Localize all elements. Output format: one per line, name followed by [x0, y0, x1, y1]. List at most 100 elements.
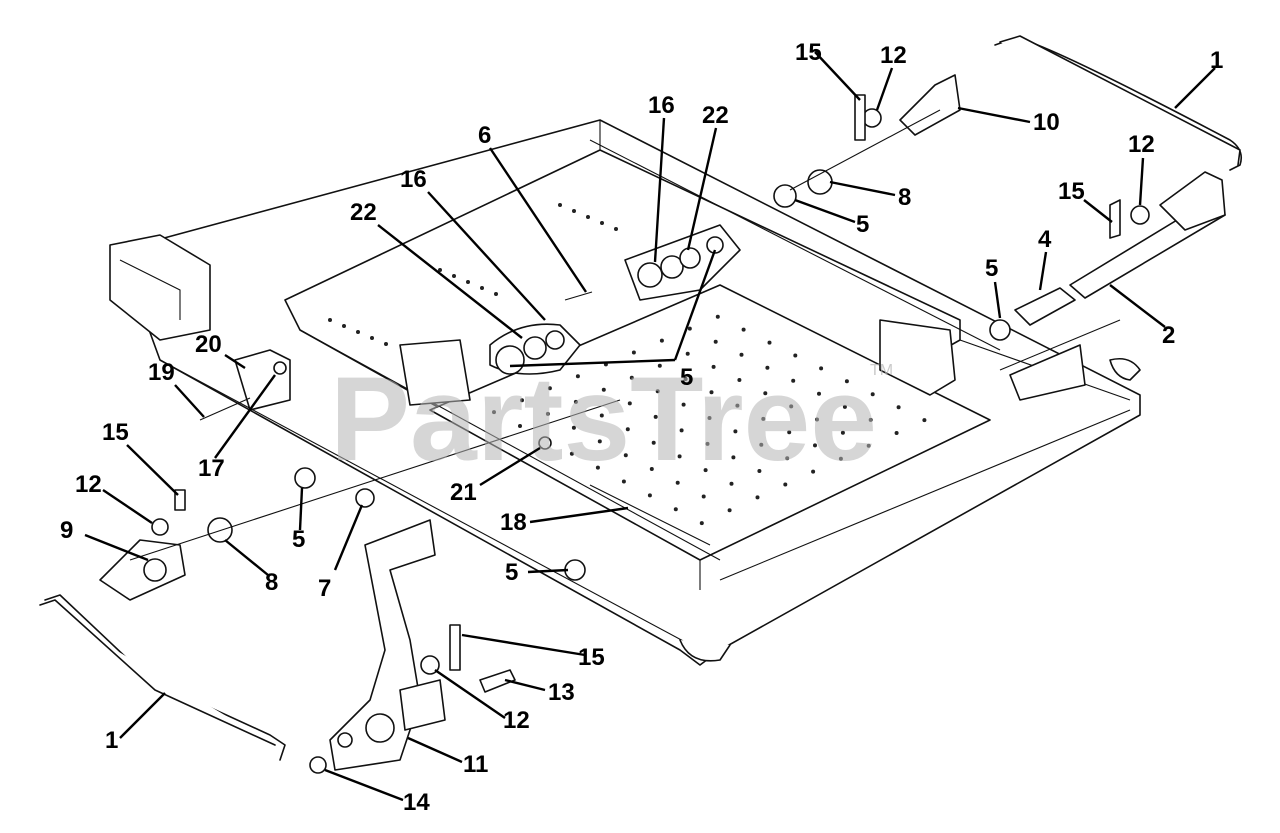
- floor-hole: [755, 495, 760, 500]
- floor-hole: [655, 389, 660, 394]
- floor-hole: [647, 493, 652, 498]
- small-bracket-group: [199, 349, 291, 421]
- floor-hole: [729, 481, 734, 486]
- callout-12: 12: [1128, 131, 1155, 158]
- floor-hole: [787, 430, 792, 435]
- upper-right-linkage: [773, 35, 1243, 208]
- callout-15: 15: [1058, 178, 1085, 205]
- floor-hole: [709, 390, 714, 395]
- floor-hole: [733, 429, 738, 434]
- floor-hole: [715, 314, 720, 319]
- floor-hole: [765, 365, 770, 370]
- floor-hole: [844, 379, 849, 384]
- floor-hole: [789, 404, 794, 409]
- right-shaft-assembly: [989, 171, 1226, 341]
- floor-hole: [727, 508, 732, 513]
- plate-hole: [356, 330, 360, 334]
- callout-12: 12: [880, 42, 907, 69]
- plate-hole: [384, 342, 388, 346]
- floor-hole: [575, 374, 580, 379]
- floor-hole: [573, 399, 578, 404]
- floor-hole: [699, 521, 704, 526]
- callout-22: 22: [702, 102, 729, 129]
- floor-hole: [492, 410, 496, 415]
- floor-hole: [599, 413, 604, 418]
- floor-hole: [705, 441, 710, 446]
- floor-hole: [783, 482, 788, 487]
- callout-12: 12: [503, 707, 530, 734]
- floor-hole: [601, 387, 606, 392]
- callout-10: 10: [1033, 109, 1060, 136]
- plate-hole: [480, 286, 484, 290]
- leader-lines: [84, 51, 1216, 802]
- plate-hole: [558, 203, 562, 207]
- callout-6: 6: [478, 122, 491, 149]
- callout-15: 15: [795, 39, 822, 66]
- plate-hole: [572, 209, 576, 213]
- callout-5: 5: [292, 526, 305, 553]
- callout-5: 5: [680, 364, 693, 391]
- callout-1: 1: [105, 727, 118, 754]
- floor-hole: [737, 378, 742, 382]
- floor-hole: [518, 424, 522, 428]
- plate-hole: [452, 274, 456, 278]
- floor-hole: [735, 403, 740, 408]
- floor-hole: [741, 327, 746, 332]
- floor-hole: [713, 339, 718, 344]
- floor-hole: [683, 377, 688, 381]
- floor-hole: [707, 416, 712, 420]
- callout-2: 2: [1162, 322, 1175, 349]
- floor-hole: [785, 456, 790, 461]
- floor-hole: [813, 443, 817, 448]
- watermark-trademark: TM: [870, 362, 893, 379]
- floor-hole: [842, 404, 847, 409]
- floor-hole: [659, 338, 664, 343]
- floor-hole: [520, 398, 524, 403]
- plate-hole: [494, 292, 498, 296]
- floor-hole: [651, 440, 656, 445]
- floor-hole: [838, 456, 843, 461]
- floor-hole: [894, 431, 899, 435]
- floor-hole: [649, 467, 654, 471]
- callout-4: 4: [1038, 226, 1052, 253]
- floor-hole: [631, 350, 636, 355]
- floor-hole: [819, 366, 824, 371]
- callout-22: 22: [350, 199, 377, 226]
- plate-hole: [600, 221, 604, 225]
- right-pedal-assembly: [624, 224, 741, 301]
- callout-15: 15: [578, 644, 605, 671]
- callout-9: 9: [60, 517, 73, 544]
- floor-hole: [625, 427, 630, 432]
- callout-21: 21: [450, 479, 477, 506]
- callout-19: 19: [148, 359, 175, 386]
- callout-12: 12: [75, 471, 102, 498]
- floor-hole: [675, 480, 680, 485]
- plate-hole: [328, 318, 332, 322]
- floor-hole: [763, 391, 768, 396]
- floor-hole: [791, 378, 796, 383]
- callout-16: 16: [400, 166, 427, 193]
- callout-labels: 15 12 1 10 12 15 8 5 4 5 2 16 22 6 16 22…: [60, 39, 1223, 816]
- floor-hole: [569, 451, 574, 456]
- floor-hole: [627, 401, 632, 406]
- floor-hole: [545, 411, 550, 416]
- callout-5: 5: [505, 559, 518, 586]
- callout-8: 8: [265, 569, 278, 596]
- left-pedal-assembly: [489, 291, 593, 375]
- floor-hole: [703, 468, 708, 473]
- floor-hole: [815, 417, 819, 422]
- callout-17: 17: [198, 455, 225, 482]
- floor-hole: [896, 405, 901, 410]
- floor-hole: [597, 439, 602, 444]
- callout-20: 20: [195, 331, 222, 358]
- floor-hole: [767, 340, 772, 345]
- floor-hole: [679, 428, 684, 433]
- floor-hole: [868, 417, 873, 422]
- floor-hole: [657, 363, 662, 368]
- partstree-watermark: PartsTree: [330, 352, 877, 486]
- floor-hole: [623, 453, 628, 458]
- callout-11: 11: [463, 751, 488, 778]
- callout-16: 16: [648, 92, 675, 119]
